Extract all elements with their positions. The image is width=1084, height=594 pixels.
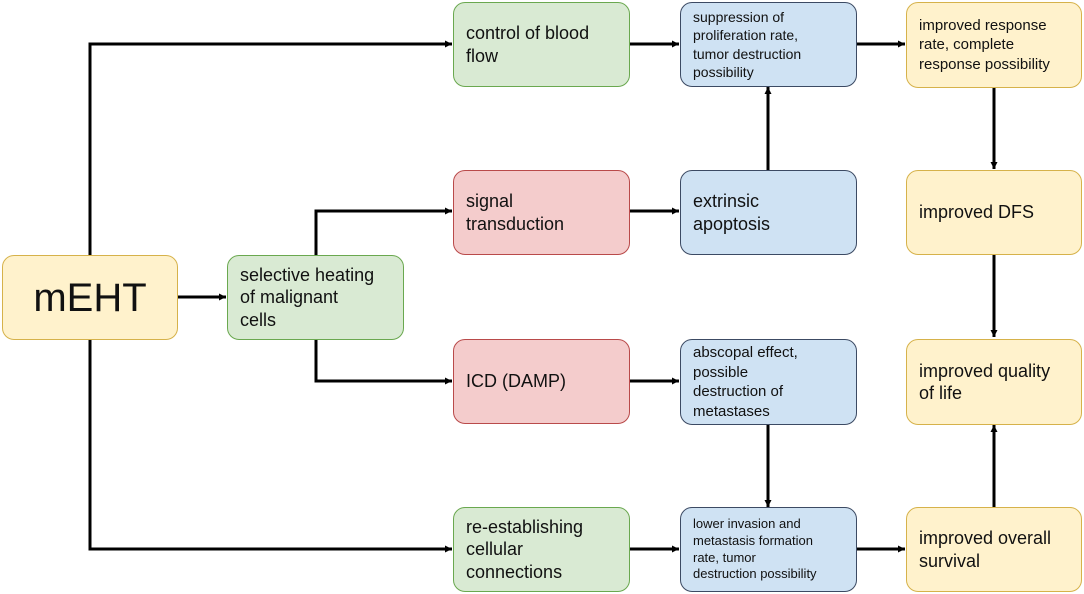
abscopal-label: abscopal effect, possible destruction of… [693,344,798,420]
meht-node: mEHT [2,255,178,340]
control-blood-flow-node: control of blood flow [453,2,630,87]
improved-survival-node: improved overall survival [906,507,1082,592]
re-establishing-label: re-establishing cellular connections [466,516,584,582]
arrow-meht-to-blood-flow [88,40,452,255]
arrow-meht-to-re-establishing [88,340,452,553]
extrinsic-apoptosis-label: extrinsic apoptosis [693,191,771,234]
improved-response-node: improved response rate, complete respons… [906,2,1082,88]
control-blood-flow-label: control of blood flow [466,23,590,66]
arrow-heating-to-icd [314,340,452,385]
signal-transduction-label: signal transduction [466,191,565,234]
suppression-label: suppression of proliferation rate, tumor… [693,9,802,80]
signal-transduction-node: signal transduction [453,170,630,255]
improved-qol-node: improved quality of life [906,339,1082,425]
suppression-node: suppression of proliferation rate, tumor… [680,2,857,87]
lower-invasion-label: lower invasion and metastasis formation … [693,515,817,582]
icd-damp-label: ICD (DAMP) [466,371,566,392]
improved-response-label: improved response rate, complete respons… [919,16,1050,73]
arrow-heating-to-signal [314,207,452,255]
abscopal-node: abscopal effect, possible destruction of… [680,339,857,425]
lower-invasion-node: lower invasion and metastasis formation … [680,507,857,592]
extrinsic-apoptosis-node: extrinsic apoptosis [680,170,857,255]
selective-heating-node: selective heating of malignant cells [227,255,404,340]
improved-dfs-label: improved DFS [919,202,1035,223]
meht-label: mEHT [33,275,147,320]
icd-damp-node: ICD (DAMP) [453,339,630,424]
improved-survival-label: improved overall survival [919,528,1052,571]
improved-dfs-node: improved DFS [906,170,1082,255]
selective-heating-label: selective heating of malignant cells [240,264,375,330]
improved-qol-label: improved quality of life [919,360,1051,404]
re-establishing-node: re-establishing cellular connections [453,507,630,592]
